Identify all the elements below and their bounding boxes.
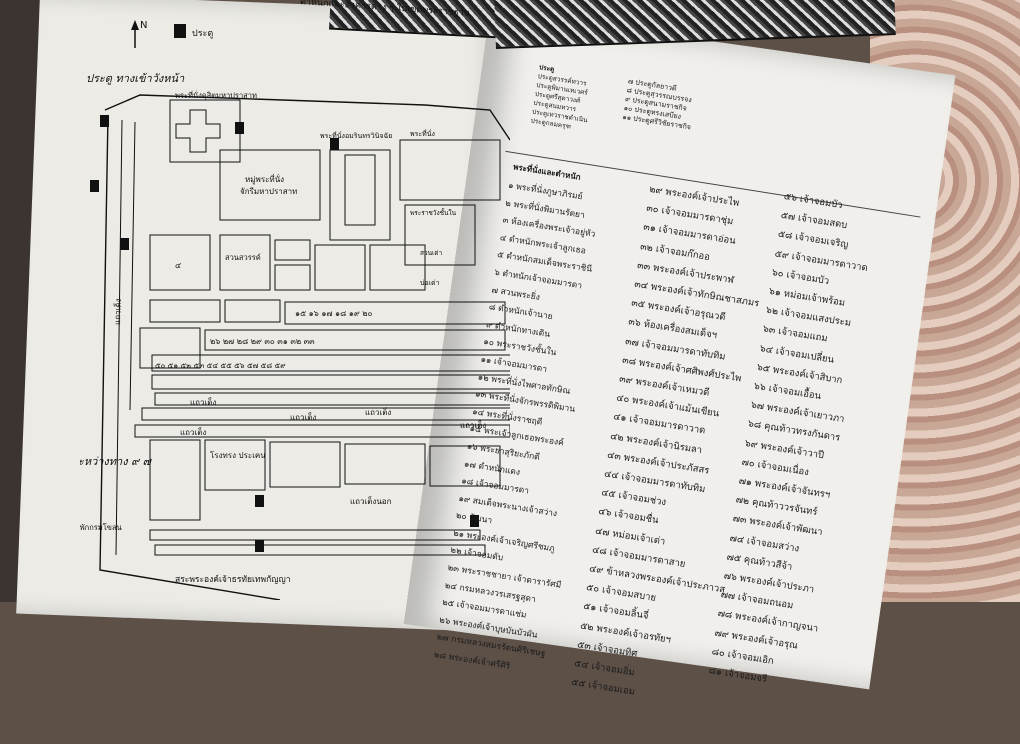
compass: N <box>131 20 147 48</box>
pond2-label: บ่อเต่า <box>420 279 440 287</box>
row-label-3: แถวเต็ง <box>180 427 206 437</box>
garden-label: สวนสวรรค์ <box>225 253 261 262</box>
hall-group-label-1: หมู่พระที่นั่ง <box>245 173 284 185</box>
left-vertical-label: แถวเต็ง <box>112 298 123 325</box>
handwritten-top-note: ประตู ทางเข้าวังหน้า <box>86 72 185 85</box>
gate-list-right: ๗ ประตูกัลยาวดี ๘ ประตูสุวรรณบรรจง ๙ ประ… <box>621 77 693 132</box>
svg-text:๑๕ ๑๖ ๑๗ ๑๘ ๑๙ ๒๐: ๑๕ ๑๖ ๑๗ ๑๘ ๑๙ ๒๐ <box>295 309 373 318</box>
right-page-content: ประตู ประตูสวรรค์ทวาร ประตูพิมานเทเวศร์ … <box>432 60 994 698</box>
hall-top-label: พระที่นั่งดุสิตมหาปราสาท <box>175 90 257 100</box>
row-label-4: แถวเต็ง <box>365 407 391 417</box>
row-label-2: แถวเต็ง <box>290 412 316 422</box>
hall-right-label: พระที่นั่งอมรินทรวินิจฉัย <box>320 131 392 140</box>
kitchen-label: โรงพักกรมโขลน <box>80 523 122 532</box>
garden2-label: สวนเต่า <box>420 249 443 257</box>
palace-map: N ประตู ประตู ทางเข้าวังหน้า ระหว่างทาง … <box>80 20 510 600</box>
hall-right2-label: พระที่นั่ง <box>410 129 435 138</box>
svg-text:๕๐ ๕๑ ๕๒ ๕๓ ๕๔ ๕๕ ๕๖ ๕๗ ๕๘ ๕๙: ๕๐ ๕๑ ๕๒ ๕๓ ๕๔ ๕๕ ๕๖ ๕๗ ๕๘ ๕๙ <box>155 361 286 370</box>
gate-list-left: ประตู ประตูสวรรค์ทวาร ประตูพิมานเทเวศร์ … <box>530 63 589 131</box>
pond-label: สระพระองค์เจ้าธรทัยเทพกัญญา <box>175 574 291 585</box>
row-label-1: แถวเต็ง <box>190 397 216 407</box>
svg-text:๒๖ ๒๗ ๒๘ ๒๙ ๓๐ ๓๑ ๓๒ ๓๓: ๒๖ ๒๗ ๒๘ ๒๙ ๓๐ ๓๑ ๓๒ ๓๓ <box>210 337 315 346</box>
svg-text:๔: ๔ <box>175 261 181 270</box>
compass-label: N <box>140 20 147 31</box>
gate-icons <box>90 115 479 552</box>
row-label-5: แถวเต็ง <box>460 420 486 430</box>
school-label: พระราชวังชั้นใน <box>410 208 457 217</box>
row-label-6: แถวเต็งนอก <box>350 496 392 506</box>
gate-legend-label: ประตู <box>192 29 213 39</box>
theater-label: โรงทรง ประเคน <box>210 450 266 460</box>
hall-group-label-2: จักรีมหาปราสาท <box>240 187 297 196</box>
plot-grid <box>134 299 510 556</box>
ornament-border-right <box>494 0 896 49</box>
gate-legend: ประตู <box>174 24 213 39</box>
handwritten-left-note: ระหว่างทาง ๙ ๗ <box>80 455 153 468</box>
